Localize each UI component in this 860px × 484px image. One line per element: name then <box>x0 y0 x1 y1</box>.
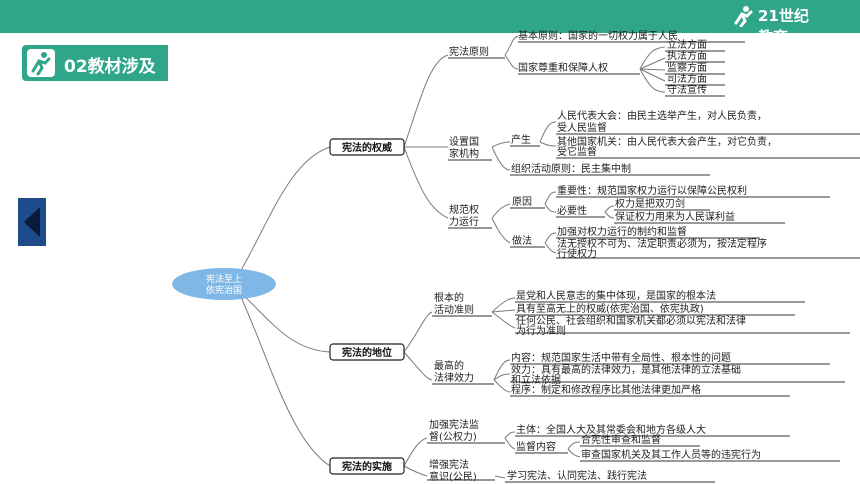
node-unconstitutional-acts: 审查国家机关及其工作人员等的违宪行为 <box>581 448 761 461</box>
underlines <box>427 41 860 483</box>
node-constitutionality-review: 合宪性审查和监督 <box>581 433 661 446</box>
node-procedure: 程序：制定和修改程序比其他法律更加严格 <box>511 383 701 396</box>
node-legal-procedure-l1: 法无授权不可为、法定职责必须为，按法定程序 <box>557 237 767 250</box>
node-hr-item: 立法方面 <box>667 38 707 51</box>
node-necessity: 必要性 <box>557 204 587 217</box>
node-approach: 做法 <box>512 234 532 247</box>
node-awareness-l1: 增强宪法 <box>429 458 469 471</box>
node-institutions-l2: 家机构 <box>449 147 479 160</box>
top-banner <box>0 0 860 33</box>
node-supreme-l2: 法律效力 <box>434 371 474 384</box>
node-other-organs-l1: 其他国家机关：由人民代表大会产生，对它负责， <box>557 135 777 148</box>
node-effect-l2: 和立法依据 <box>511 373 561 386</box>
node-subject: 主体：全国人大及其常委会和地方各级人大 <box>516 423 706 436</box>
node-oversight-l1: 加强宪法监 <box>429 418 479 431</box>
node-status-item: 是党和人民意志的集中体现，是国家的根本法 <box>516 289 716 302</box>
node-content: 内容：规范国家生活中带有全局性、根本性的问题 <box>511 351 731 364</box>
node-oversight-l2: 督(公权力) <box>429 430 477 443</box>
node-human-rights: 国家尊重和保障人权 <box>518 61 608 74</box>
node-regulate-l2: 力运行 <box>449 215 479 228</box>
connectors <box>239 35 666 479</box>
node-hr-item: 守法宣传 <box>667 83 707 96</box>
node-awareness-l2: 意识(公民) <box>429 470 477 483</box>
node-supervision: 加强对权力运行的制约和监督 <box>557 225 687 238</box>
node-status-item: 具有至高无上的权威(依宪治国、依宪执政) <box>516 302 704 315</box>
section-title: 02教材涉及 <box>64 57 156 77</box>
logo: 21世纪教育 <box>732 5 812 46</box>
node-hr-item: 司法方面 <box>667 72 707 85</box>
root-node <box>172 268 276 300</box>
root-line2: 依宪治国 <box>206 284 242 296</box>
node-basic-principle: 基本原则：国家的一切权力属于人民 <box>518 29 678 42</box>
node-formation: 产生 <box>511 133 531 146</box>
node-effect-l1: 效力：具有最高的法律效力，是其他法律的立法基础 <box>511 363 741 376</box>
node-fundamental-l1: 根本的 <box>434 291 464 304</box>
node-reason: 原因 <box>512 196 532 208</box>
node-fundamental-l2: 活动准则 <box>434 303 474 316</box>
prev-slide-button[interactable] <box>18 198 46 246</box>
node-learn-constitution: 学习宪法、认同宪法、践行宪法 <box>507 469 647 482</box>
node-status-item: 任何公民、社会组织和国家机关都必须以宪法和法律 <box>516 314 746 327</box>
branch-implementation-box <box>329 457 405 475</box>
branch-implementation: 宪法的实施 <box>342 460 392 473</box>
section-badge: 02教材涉及 <box>22 45 168 81</box>
left-arrow-icon <box>24 207 40 237</box>
node-npc-l2: 受人民监督 <box>557 121 607 134</box>
node-npc-l1: 人民代表大会：由民主选举产生，对人民负责， <box>557 109 767 122</box>
node-principles: 宪法原则 <box>449 45 489 58</box>
runner-logo-icon <box>734 6 753 27</box>
node-double-edged: 权力是把双刃剑 <box>615 197 685 210</box>
root-line1: 宪法至上 <box>206 273 242 285</box>
node-for-people: 保证权力用来为人民谋利益 <box>615 210 735 223</box>
logo-text: 21世纪教育 <box>758 7 809 46</box>
node-importance: 重要性：规范国家权力运行以保障公民权利 <box>557 184 747 197</box>
runner-icon <box>27 49 55 77</box>
node-legal-procedure-l2: 行使权力 <box>557 247 597 260</box>
node-oversight-content: 监督内容 <box>516 440 556 453</box>
node-status-item: 为行为准则 <box>516 324 566 337</box>
branch-status-box <box>329 343 405 361</box>
node-hr-item: 监察方面 <box>667 61 707 74</box>
node-hr-item: 执法方面 <box>667 49 707 62</box>
branch-authority: 宪法的权威 <box>342 141 392 154</box>
node-org-principle: 组织活动原则：民主集中制 <box>511 162 631 175</box>
node-other-organs-l2: 受它监督 <box>557 145 597 158</box>
branch-authority-box <box>329 138 405 156</box>
node-regulate-l1: 规范权 <box>449 203 479 216</box>
node-supreme-l1: 最高的 <box>434 359 464 372</box>
node-institutions-l1: 设置国 <box>449 136 479 148</box>
branch-status: 宪法的地位 <box>342 346 392 359</box>
